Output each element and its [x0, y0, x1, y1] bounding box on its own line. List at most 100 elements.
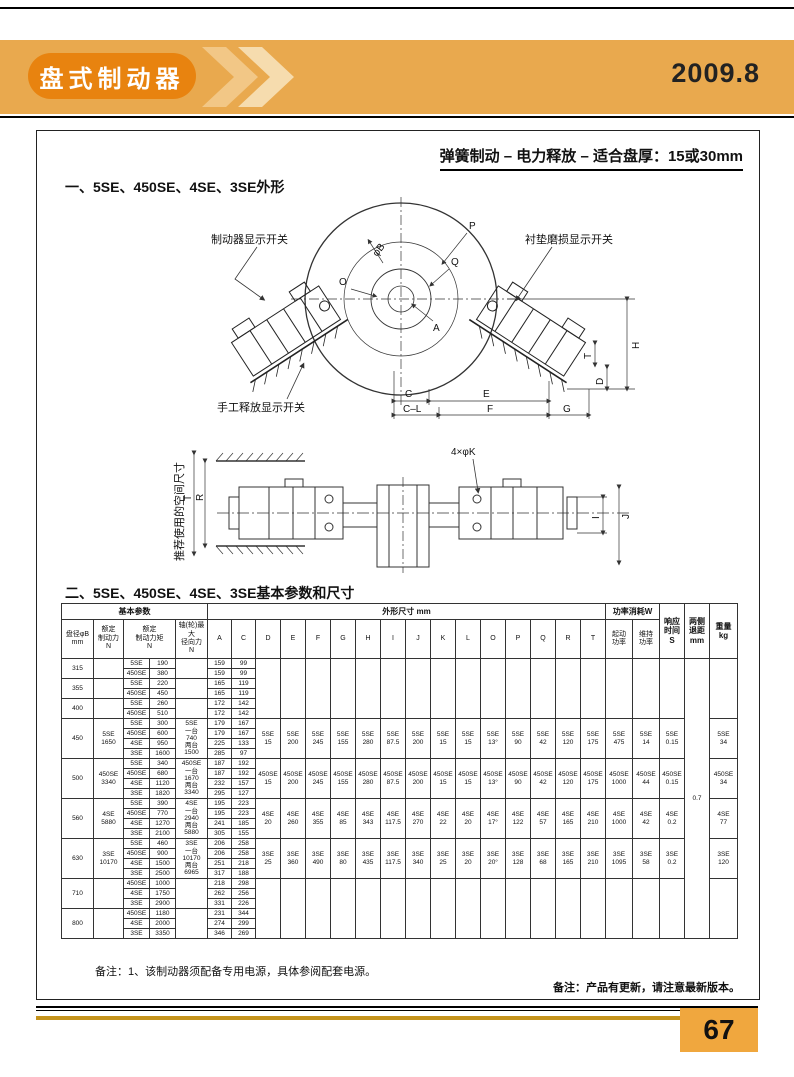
table-cell: 450SE 90 [505, 758, 531, 799]
table-cell [93, 678, 124, 699]
table-cell: 5SE 一台 740 两台 1500 [175, 718, 208, 759]
table-cell: 450SE [123, 688, 150, 699]
header-divider [0, 116, 794, 118]
table-cell: 256 [231, 888, 256, 899]
table-cell [93, 698, 124, 719]
left-caliper-front [230, 281, 349, 392]
table-cell: 231 [207, 908, 232, 919]
table-header-cell: T [580, 619, 606, 659]
table-cell: 3SE 68 [530, 838, 556, 879]
table-header-cell: 额定 制动力矩 N [123, 619, 176, 659]
table-cell: 450SE 155 [330, 758, 356, 799]
table-cell: 5SE 87.5 [380, 718, 406, 759]
table-cell: 5SE [123, 838, 150, 849]
table-cell: 710 [61, 878, 94, 909]
table-cell [605, 878, 633, 939]
table-cell [455, 658, 481, 719]
table-cell [175, 678, 208, 699]
table-cell: 4SE 1000 [605, 798, 633, 839]
table-cell: 3SE 435 [355, 838, 381, 879]
table-cell: 450SE 44 [632, 758, 660, 799]
table-cell: 165 [207, 678, 232, 689]
table-cell: 380 [149, 668, 176, 679]
table-cell: 630 [61, 838, 94, 879]
table-cell [255, 658, 281, 719]
table-cell: 4SE 0.2 [659, 798, 685, 839]
table-cell: 165 [207, 688, 232, 699]
table-cell: 167 [231, 718, 256, 729]
table-cell [355, 878, 381, 939]
table-cell [430, 878, 456, 939]
table-cell: 3SE 58 [632, 838, 660, 879]
table-cell [632, 878, 660, 939]
footer-gold-rule [36, 1016, 758, 1020]
table-cell: 4SE 343 [355, 798, 381, 839]
table-cell: 5SE 200 [280, 718, 306, 759]
table-cell: 3SE 165 [555, 838, 581, 879]
table-cell: 5SE [123, 698, 150, 709]
table-cell: 2900 [149, 898, 176, 909]
table-cell: 450SE [123, 728, 150, 739]
table-cell: 260 [149, 698, 176, 709]
table-cell: 450SE 0.15 [659, 758, 685, 799]
table-cell [659, 878, 685, 939]
table-cell: 400 [61, 698, 94, 719]
table-cell: 3SE [123, 788, 150, 799]
table-cell: 450SE [123, 848, 150, 859]
table-cell: 3SE 1095 [605, 838, 633, 879]
table-cell: 157 [231, 778, 256, 789]
table-cell: 1000 [149, 878, 176, 889]
dim-label-t2: T [183, 495, 194, 501]
table-cell: 299 [231, 918, 256, 929]
table-cell: 5SE 200 [405, 718, 431, 759]
table-header-cell: O [480, 619, 506, 659]
table-cell: 179 [207, 728, 232, 739]
table-cell: 450SE 15 [455, 758, 481, 799]
table-cell: 344 [231, 908, 256, 919]
table-cell: 4SE 260 [280, 798, 306, 839]
table-cell: 3350 [149, 928, 176, 939]
table-cell [530, 878, 556, 939]
table-cell: 5SE 15 [255, 718, 281, 759]
table-cell: 119 [231, 688, 256, 699]
table-cell: 179 [207, 718, 232, 729]
table-cell: 950 [149, 738, 176, 749]
table-cell: 172 [207, 708, 232, 719]
table-cell [380, 878, 406, 939]
table-cell [305, 878, 331, 939]
table-cell: 167 [231, 728, 256, 739]
note-version: 备注：产品有更新，请注意最新版本。 [553, 982, 740, 994]
table-cell [430, 658, 456, 719]
table-cell: 3SE [123, 898, 150, 909]
table-cell: 2500 [149, 868, 176, 879]
table-header-cell: A [207, 619, 232, 659]
table-cell: 269 [231, 928, 256, 939]
table-cell: 4SE 270 [405, 798, 431, 839]
table-cell [175, 658, 208, 679]
table-cell [175, 908, 208, 939]
table-cell: 355 [61, 678, 94, 699]
table-cell: 3SE 360 [280, 838, 306, 879]
table-header-cell: I [380, 619, 406, 659]
table-cell: 5SE [123, 718, 150, 729]
table-cell [405, 658, 431, 719]
table-header-cell: J [405, 619, 431, 659]
table-cell: 3SE 20 [455, 838, 481, 879]
table-cell: 187 [207, 758, 232, 769]
table-cell: 127 [231, 788, 256, 799]
table-header-cell: H [355, 619, 381, 659]
table-cell [605, 658, 633, 719]
table-cell: 4SE 210 [580, 798, 606, 839]
dim-label-e: E [483, 389, 490, 400]
table-cell [455, 878, 481, 939]
table-header-cell: 额定 制动力 N [93, 619, 124, 659]
table-cell [480, 658, 506, 719]
table-cell: 218 [231, 858, 256, 869]
table-cell: 450SE 一台 1670 两台 3340 [175, 758, 208, 799]
table-cell: 4SE 42 [632, 798, 660, 839]
dim-label-q: Q [451, 257, 459, 268]
recommended-space-label: 推荐使用的空间尺寸 [172, 462, 186, 561]
table-header-cell: 响应 时间 S [659, 603, 685, 659]
note-power-supply: 备注：1、该制动器须配备专用电源，具体参阅配套电源。 [95, 966, 377, 978]
